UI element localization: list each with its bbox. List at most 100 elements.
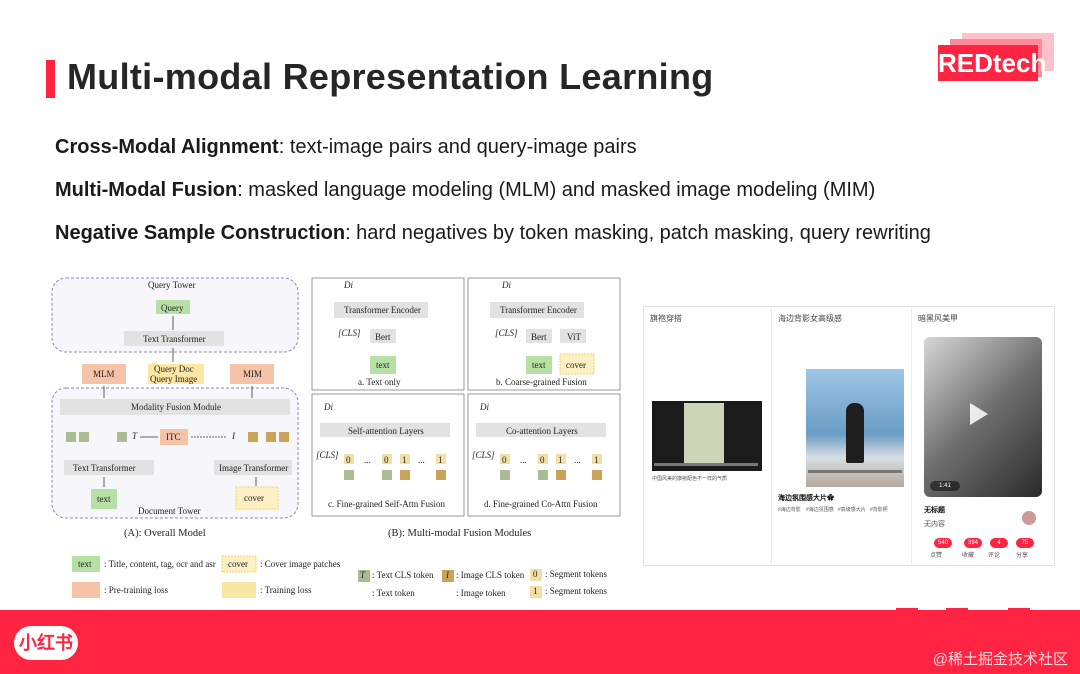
fig-b-c-cls: [CLS] [316, 450, 339, 460]
collect-count-badge: 394 [964, 538, 982, 548]
fig-b-b-caption: b. Coarse-grained Fusion [496, 377, 587, 387]
fig-b-b-bert: Bert [531, 332, 547, 342]
redtech-logo: REDtech [938, 45, 1046, 81]
legend-seg-label: 0 [533, 569, 538, 579]
text-box: text [97, 494, 111, 504]
legend-text-token-desc: : Text token [372, 588, 415, 598]
fig-b-d-seg-5: 1 [594, 455, 599, 465]
fig-b-a-di: Di [344, 280, 353, 290]
fig-b-b-cover: cover [566, 360, 586, 370]
comment-button[interactable]: 评论 [988, 553, 1001, 559]
share-count-badge: 75 [1016, 538, 1034, 548]
column-header: 旗袍穿搭 [650, 314, 682, 323]
decor-dash [946, 608, 968, 610]
i-token: I [232, 431, 235, 441]
query-tower-label: Query Tower [148, 280, 196, 290]
fig-b-b-cls: [CLS] [495, 328, 518, 338]
figure-overall-model: Query Tower Query Text Transformer MLM Q… [48, 276, 302, 546]
result-column-nails: 暗黑风美甲 1:41 无标题 无内容 540 394 4 75 点赞 收藏 评论… [912, 307, 1054, 565]
legend-training-desc: : Training loss [260, 585, 312, 595]
fig-b-d-seg-1: ... [520, 455, 527, 465]
legend-seg-desc: : Segment tokens [545, 569, 607, 579]
figure-a-caption: (A): Overall Model [124, 528, 206, 539]
bullet-multi-modal-fusion: Multi-Modal Fusion: masked language mode… [55, 179, 876, 201]
fig-b-b-vit: ViT [567, 332, 581, 342]
fig-b-c-seg-5: 1 [438, 455, 443, 465]
like-button[interactable]: 点赞 [930, 553, 943, 559]
fig-b-a-bert: Bert [375, 332, 391, 342]
video-progress-bar[interactable] [654, 463, 758, 466]
figure-fusion-modules: Di Transformer Encoder [CLS] Bert text a… [310, 276, 622, 546]
legend-text-box: text [78, 559, 92, 569]
play-icon[interactable] [970, 403, 988, 425]
fig-b-a-cls: [CLS] [338, 328, 361, 338]
fig-b-c-seg-1: ... [364, 455, 371, 465]
author-avatar[interactable] [1022, 511, 1036, 525]
document-tower-label: Document Tower [138, 506, 201, 516]
figure-b-shapes [311, 277, 621, 517]
legend-image-token-desc: : Image token [456, 588, 506, 598]
text-transformer-top: Text Transformer [143, 334, 206, 344]
legend-t-cls-desc: : Text CLS token [372, 570, 434, 580]
modality-fusion-label: Modality Fusion Module [131, 402, 222, 412]
fig-b-c-layers: Self-attention Layers [348, 426, 424, 436]
fig-b-c-seg-4: ... [418, 455, 425, 465]
xiaohongshu-logo: 小红书 [14, 626, 78, 660]
legend-cover-desc: : Cover image patches [260, 559, 341, 569]
image-transformer: Image Transformer [219, 463, 289, 473]
fig-b-d-cls: [CLS] [472, 450, 495, 460]
fig-b-c-di: Di [324, 402, 333, 412]
collect-button[interactable]: 收藏 [962, 553, 975, 559]
legend-t-cls: T [360, 570, 366, 580]
result-column-qipao: 旗袍穿搭 中国风美的旗袍配色不一样的气质 [644, 307, 772, 565]
tag-1[interactable]: #海边氛围感 [806, 507, 834, 513]
bullet-negative-sample: Negative Sample Construction: hard negat… [55, 222, 931, 244]
slide-title: Multi-modal Representation Learning [67, 56, 714, 97]
legend-seg2-desc: : Segment tokens [545, 586, 607, 596]
tag-2[interactable]: #高级感大片 [838, 507, 866, 513]
share-button[interactable]: 分享 [1016, 553, 1029, 559]
query-image-label: Query Image [150, 374, 198, 384]
fig-b-b-di: Di [502, 280, 511, 290]
figure-a-shapes [51, 277, 299, 519]
column-header: 海边背影女高级感 [778, 314, 842, 323]
mlm-box: MLM [93, 369, 115, 379]
footer-band [0, 610, 1080, 674]
legend-swatches [72, 555, 542, 598]
itc-box: ITC [166, 432, 181, 442]
fig-b-b-transformer: Transformer Encoder [500, 305, 577, 315]
figure-b-caption: (B): Multi-modal Fusion Modules [388, 528, 532, 539]
video-caption: 中国风美的旗袍配色不一样的气质 [652, 476, 728, 482]
tag-0[interactable]: #海边背影 [778, 507, 801, 513]
note-title: 海边氛围感大片✿ [778, 495, 834, 502]
fig-b-a-caption: a. Text only [358, 377, 401, 387]
video-progress-bar[interactable] [808, 470, 902, 473]
decor-dash [896, 608, 918, 610]
legend-pretrain-desc: : Pre-training loss [104, 585, 168, 595]
product-screenshot-panel: 旗袍穿搭 中国风美的旗袍配色不一样的气质 海边背影女高级感 海边氛围感大片✿ #… [643, 306, 1055, 566]
watermark: @稀土掘金技术社区 [932, 651, 1068, 668]
fig-b-a-transformer: Transformer Encoder [344, 305, 421, 315]
legend-text-desc: : Title, content, tag, ocr and asr [104, 559, 216, 569]
note-title: 无标题 [924, 507, 945, 514]
legend-i-cls-desc: : Image CLS token [456, 570, 525, 580]
tag-3[interactable]: #背影照 [870, 507, 888, 513]
query-box: Query [161, 303, 184, 313]
query-doc-label: Query Doc [154, 364, 194, 374]
silhouette [846, 403, 864, 463]
fig-b-c-seg-3: 1 [402, 455, 407, 465]
result-column-beach: 海边背影女高级感 海边氛围感大片✿ #海边背影 #海边氛围感 #高级感大片 #背… [772, 307, 912, 565]
fig-b-d-di: Di [480, 402, 489, 412]
video-thumbnail [684, 403, 724, 463]
figure-legend: text : Title, content, tag, ocr and asr … [70, 554, 610, 604]
text-transformer-bottom: Text Transformer [73, 463, 136, 473]
fig-b-a-text: text [376, 360, 390, 370]
fig-b-d-layers: Co-attention Layers [506, 426, 578, 436]
fig-b-d-seg-0: 0 [502, 455, 507, 465]
column-header: 暗黑风美甲 [918, 314, 958, 323]
note-subtitle: 无内容 [924, 521, 945, 528]
t-token: T [132, 431, 138, 441]
fig-b-d-seg-4: ... [574, 455, 581, 465]
legend-i-cls: I [446, 570, 449, 580]
